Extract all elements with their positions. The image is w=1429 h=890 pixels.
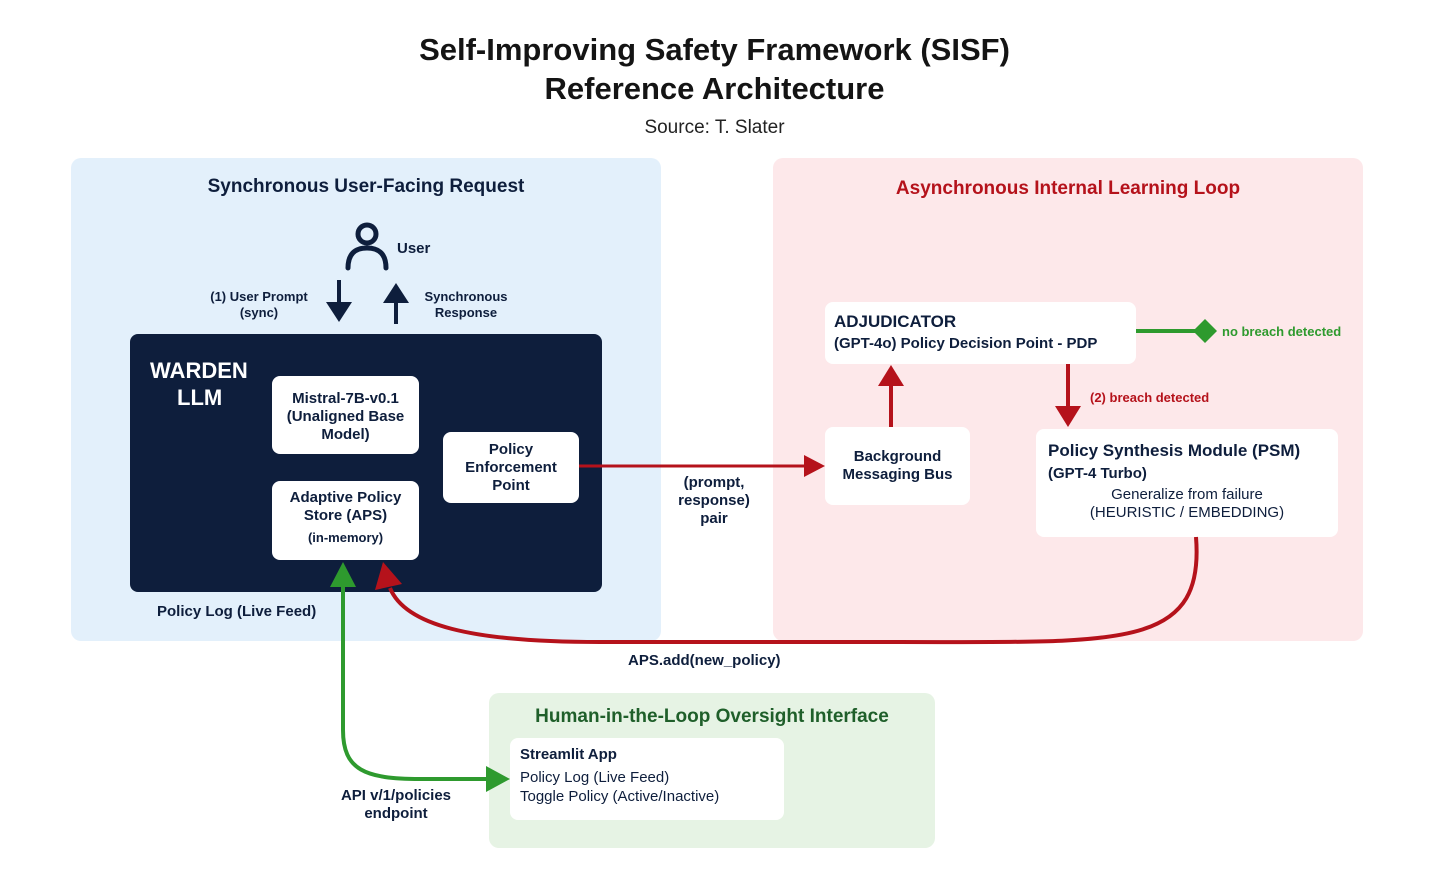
diagram-source: Source: T. Slater: [644, 117, 785, 138]
aps-box: Adaptive Policy Store (APS) (in-memory): [272, 481, 419, 560]
psm-box: Policy Synthesis Module (PSM) (GPT-4 Tur…: [1036, 429, 1338, 537]
messaging-bus-box: Background Messaging Bus: [825, 427, 970, 505]
streamlit-app-title: Streamlit App: [520, 746, 617, 763]
psm-desc-line1: Generalize from failure: [1111, 486, 1263, 503]
streamlit-item-policy-log: Policy Log (Live Feed): [520, 769, 670, 786]
sync-panel-title: Synchronous User-Facing Request: [207, 176, 525, 197]
bus-line2: Messaging Bus: [842, 466, 953, 483]
adjudicator-title: ADJUDICATOR: [834, 312, 957, 331]
psm-desc-line2: (HEURISTIC / EMBEDDING): [1089, 504, 1285, 521]
warden-llm-label: WARDEN LLM: [150, 357, 248, 411]
warden-line1: WARDEN: [150, 358, 248, 383]
base-model-box: Mistral-7B-v0.1 (Unaligned Base Model): [272, 376, 419, 454]
pep-box: Policy Enforcement Point: [443, 432, 579, 503]
base-model-line1: Mistral-7B-v0.1: [292, 390, 399, 407]
hitl-panel-title: Human-in-the-Loop Oversight Interface: [535, 706, 889, 727]
diagram-title-line2: Reference Architecture: [544, 71, 885, 106]
api-endpoint-label: API v/1/policies endpoint: [326, 787, 466, 823]
warden-line2: LLM: [177, 385, 223, 410]
aps-line1: Adaptive Policy: [289, 489, 402, 506]
sync-response-label: Synchronous Response: [410, 289, 522, 321]
user-prompt-label: (1) User Prompt (sync): [196, 289, 322, 321]
streamlit-app-box: Streamlit App Policy Log (Live Feed) Tog…: [510, 738, 784, 820]
async-panel: [773, 158, 1363, 641]
bus-line1: Background: [853, 448, 942, 465]
adjudicator-subtitle: (GPT-4o) Policy Decision Point - PDP: [834, 335, 1098, 352]
prompt-response-pair-label: (prompt, response) pair: [664, 474, 764, 528]
api-line1: API v/1/policies: [340, 787, 452, 804]
api-line2: endpoint: [364, 805, 428, 822]
streamlit-item-toggle-policy: Toggle Policy (Active/Inactive): [520, 788, 720, 805]
pair-line2: response): [678, 492, 750, 509]
user-prompt-line1: (1) User Prompt: [210, 289, 308, 304]
async-panel-title: Asynchronous Internal Learning Loop: [895, 178, 1241, 199]
aps-add-label: APS.add(new_policy): [628, 652, 781, 669]
aps-line3: (in-memory): [307, 530, 384, 545]
aps-line2: Store (APS): [303, 507, 388, 524]
sync-response-line1: Synchronous: [424, 289, 508, 304]
pep-line3: Point: [492, 477, 530, 494]
no-breach-label: no breach detected: [1222, 324, 1342, 339]
pep-line2: Enforcement: [465, 459, 557, 476]
psm-subtitle: (GPT-4 Turbo): [1048, 465, 1147, 482]
user-label: User: [397, 240, 431, 257]
sync-response-line2: Response: [434, 305, 498, 320]
diagram-title-line1: Self-Improving Safety Framework (SISF): [419, 32, 1010, 67]
policy-log-label: Policy Log (Live Feed): [157, 603, 317, 620]
psm-title: Policy Synthesis Module (PSM): [1048, 441, 1301, 460]
adjudicator-box: ADJUDICATOR (GPT-4o) Policy Decision Poi…: [825, 302, 1136, 364]
base-model-line2: (Unaligned Base: [286, 408, 405, 425]
user-prompt-line2: (sync): [239, 305, 279, 320]
pair-line3: pair: [700, 510, 728, 527]
pair-line1: (prompt,: [683, 474, 745, 491]
base-model-line3: Model): [321, 426, 370, 443]
pep-line1: Policy: [488, 441, 534, 458]
breach-label: (2) breach detected: [1090, 390, 1210, 405]
